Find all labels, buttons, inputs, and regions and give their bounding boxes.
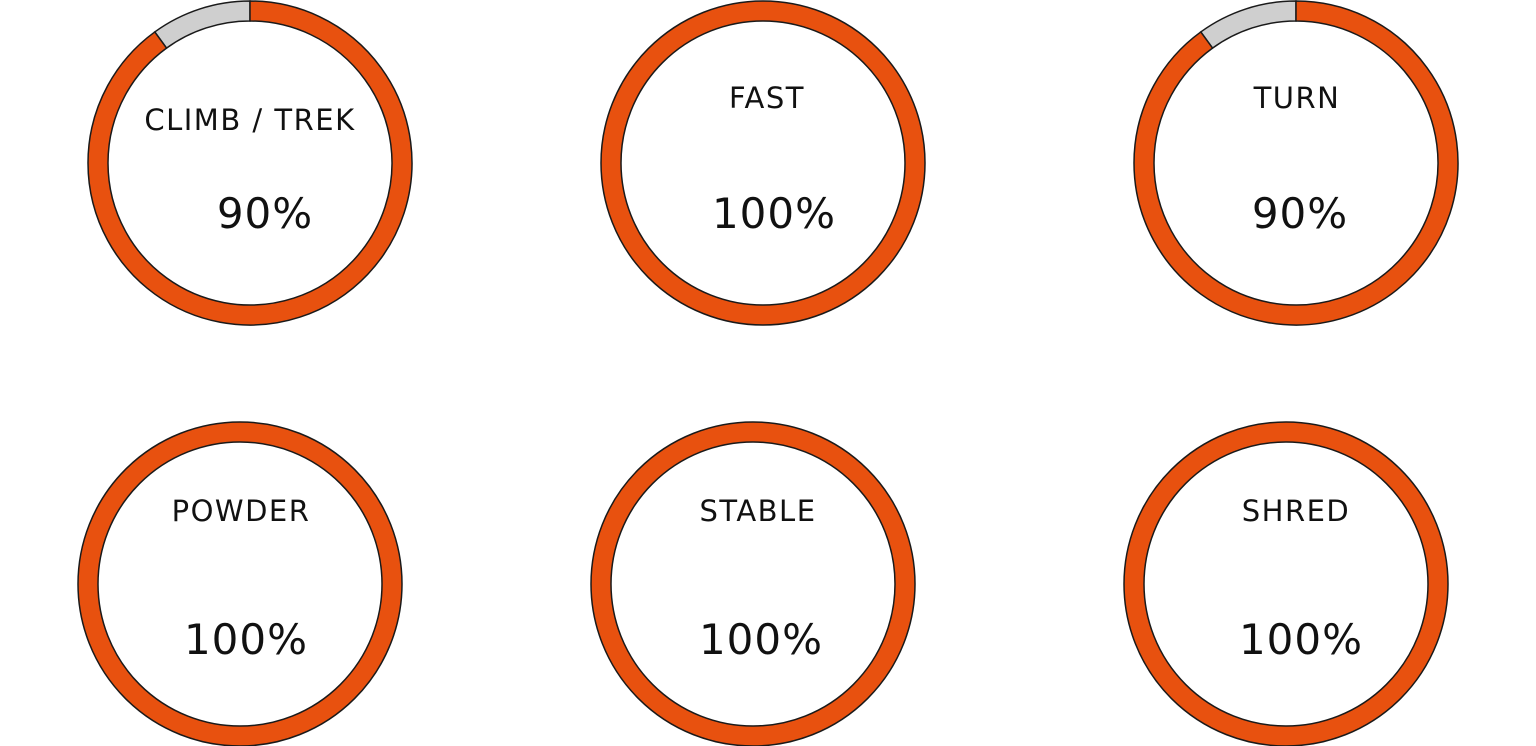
gauge-arc [77, 421, 403, 746]
gauge-value: 100% [1239, 615, 1363, 664]
gauge: FAST 100% [600, 0, 926, 326]
gauge-value: 100% [699, 615, 823, 664]
gauge-arc [87, 0, 413, 326]
gauge-label: POWDER [172, 494, 311, 528]
gauge-label: CLIMB / TREK [144, 103, 355, 137]
gauge-arc [1123, 421, 1449, 746]
gauge-value: 100% [712, 189, 836, 238]
gauge-arc [590, 421, 916, 746]
gauge-label: STABLE [699, 494, 816, 528]
gauge-arc [1133, 0, 1459, 326]
gauge-label: TURN [1253, 81, 1341, 115]
gauge-arc [600, 0, 926, 326]
gauge-track [1199, 0, 1297, 50]
gauge: POWDER 100% [77, 421, 403, 746]
gauge: TURN 90% [1133, 0, 1459, 326]
gauge-value: 100% [184, 615, 308, 664]
gauge-label: SHRED [1242, 494, 1351, 528]
gauge: STABLE 100% [590, 421, 916, 746]
gauge-value: 90% [217, 189, 313, 238]
gauge: SHRED 100% [1123, 421, 1449, 746]
gauge-label: FAST [729, 81, 805, 115]
gauge: CLIMB / TREK 90% [87, 0, 413, 326]
gauge-track [153, 0, 251, 50]
gauge-value: 90% [1252, 189, 1348, 238]
